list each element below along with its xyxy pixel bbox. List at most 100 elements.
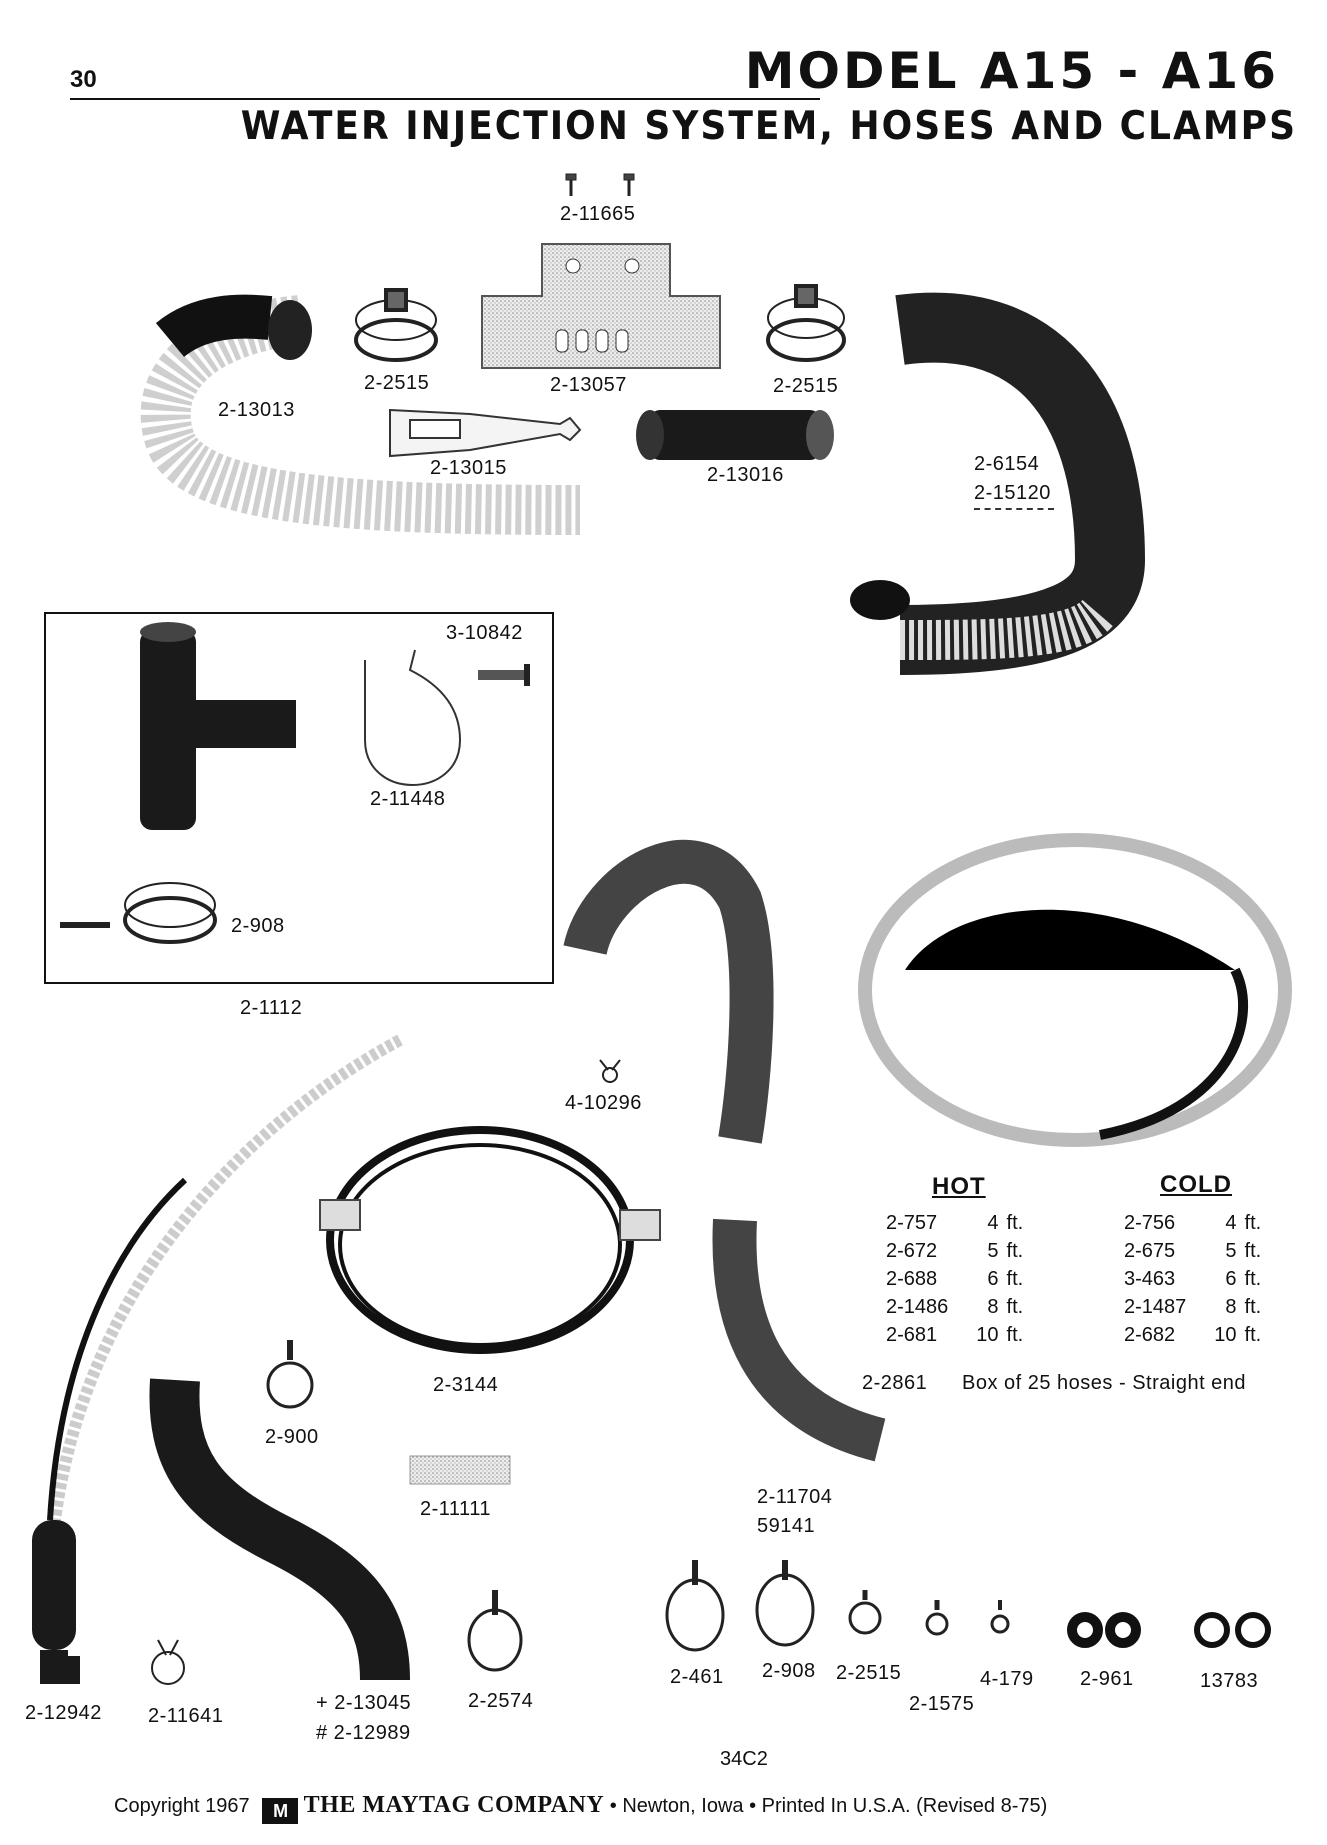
hose-unit-cell: ft. [1006,1212,1024,1234]
page-subtitle: WATER INJECTION SYSTEM, HOSES AND CLAMPS [240,104,1297,150]
part-label: 2-11704 [757,1486,833,1508]
hose-length-cell: 8 [1225,1296,1237,1318]
hose-part-cell: 3-463 [1124,1268,1176,1290]
part-label: 2-6154 [974,453,1040,475]
part-label: 2-13013 [218,399,295,421]
clip-11448-drawing [364,649,462,786]
part-label: 2-2574 [468,1690,534,1712]
part-label: 2-13015 [430,457,507,479]
table-row: 2-682 10 ft. [1124,1322,1267,1350]
part-label: 2-13016 [707,464,784,486]
hose-length-cell: 4 [987,1212,999,1234]
bracket-13057-drawing [481,243,721,369]
company-name: THE MAYTAG COMPANY [303,1792,605,1818]
hose-part-cell: 2-688 [886,1268,938,1290]
page-number: 30 [70,66,97,93]
hose-coil-drawing [858,833,1292,1147]
clamp-2574-drawing [467,1590,523,1672]
table-row: 2-757 4 ft. [886,1210,1029,1238]
copyright-text: Copyright 1967 [114,1795,250,1817]
maytag-logo-icon: M [261,1798,298,1824]
hose-13045-drawing [149,1378,410,1681]
part-label: 2-15120 [974,482,1051,504]
hose-part-cell: 2-1486 [886,1296,949,1318]
hose-unit-cell: ft. [1244,1240,1262,1262]
tee-fitting-drawing [140,622,296,830]
hose-unit-cell: ft. [1006,1268,1024,1290]
dashed-underline [974,508,1054,510]
hose-length-cell: 5 [1225,1240,1237,1262]
table-row: 2-675 5 ft. [1124,1238,1267,1266]
clip-11641-drawing [151,1639,185,1685]
hose-length-cell: 6 [987,1268,999,1290]
table-row: 3-463 6 ft. [1124,1266,1267,1294]
cold-heading: COLD [1160,1171,1232,1198]
hose-length-cell: 4 [1225,1212,1237,1234]
part-label: 4-10296 [565,1092,642,1114]
part-label: 13783 [1200,1670,1259,1692]
hose-13013-drawing [140,294,581,535]
hose-unit-cell: ft. [1244,1268,1262,1290]
part-label: 2-11111 [420,1498,491,1520]
part-label: 2-461 [670,1666,724,1688]
clamp-2515-right-drawing [766,284,846,362]
model-title: MODEL A15 - A16 [744,42,1279,100]
screw-11665-drawing [565,173,635,196]
hose-part-cell: 2-757 [886,1212,938,1234]
table-row: 2-1487 8 ft. [1124,1294,1267,1322]
part-label: 2-2515 [364,372,430,394]
location-text: • Newton, Iowa • Printed In U.S.A. (Revi… [609,1795,1048,1817]
part-label: # 2-12989 [316,1722,411,1744]
part-label: 2-11448 [370,788,446,810]
hose-length-cell: 10 [1214,1324,1237,1346]
part-label: 2-1112 [240,997,303,1019]
hose-unit-cell: ft. [1244,1296,1262,1318]
part-label: 2-961 [1080,1668,1134,1690]
part-label: 59141 [757,1515,816,1537]
part-label: 2-11665 [560,203,636,225]
clamp-908-inset-drawing [60,882,217,944]
part-label: 2-2515 [773,375,839,397]
hose-unit-cell: ft. [1006,1324,1024,1346]
clamp-900-drawing [266,1340,314,1409]
part-label: 4-179 [980,1668,1034,1690]
hose-part-cell: 2-675 [1124,1240,1176,1262]
hose-unit-cell: ft. [1006,1296,1024,1318]
hose-unit-cell: ft. [1244,1212,1262,1234]
washers-13783-drawing [1194,1612,1271,1648]
table-row: 2-681 10 ft. [886,1322,1029,1350]
table-row: 2-756 4 ft. [1124,1210,1267,1238]
part-label: 2-12942 [25,1702,102,1724]
header-rule [70,98,820,100]
part-label: 2-2515 [836,1662,902,1684]
hose-unit-cell: ft. [1244,1324,1262,1346]
hose-length-cell: 10 [976,1324,999,1346]
box-description: Box of 25 hoses - Straight end [962,1372,1247,1394]
strip-11111-drawing [409,1455,511,1485]
hose-part-cell: 2-681 [886,1324,938,1346]
hose-part-cell: 2-1487 [1124,1296,1187,1318]
part-label: 2-13057 [550,374,627,396]
part-label: 2-908 [762,1660,816,1682]
nozzle-13015-drawing [389,408,582,458]
hose-6154-drawing [850,292,1146,675]
hose-part-cell: 2-672 [886,1240,938,1262]
part-label: 2-3144 [433,1374,499,1396]
table-row: 2-688 6 ft. [886,1266,1029,1294]
part-label: 2-908 [231,915,285,937]
hose-length-cell: 5 [987,1240,999,1262]
clip-10296-drawing [599,1059,621,1083]
clamp-2515-left-drawing [354,288,438,362]
hose-part-cell: 2-682 [1124,1324,1176,1346]
hose-length-cell: 6 [1225,1268,1237,1290]
box-part-number: 2-2861 [862,1372,928,1394]
hose-part-cell: 2-756 [1124,1212,1176,1234]
screw-10842-drawing [478,664,530,686]
part-label: + 2-13045 [316,1692,412,1714]
